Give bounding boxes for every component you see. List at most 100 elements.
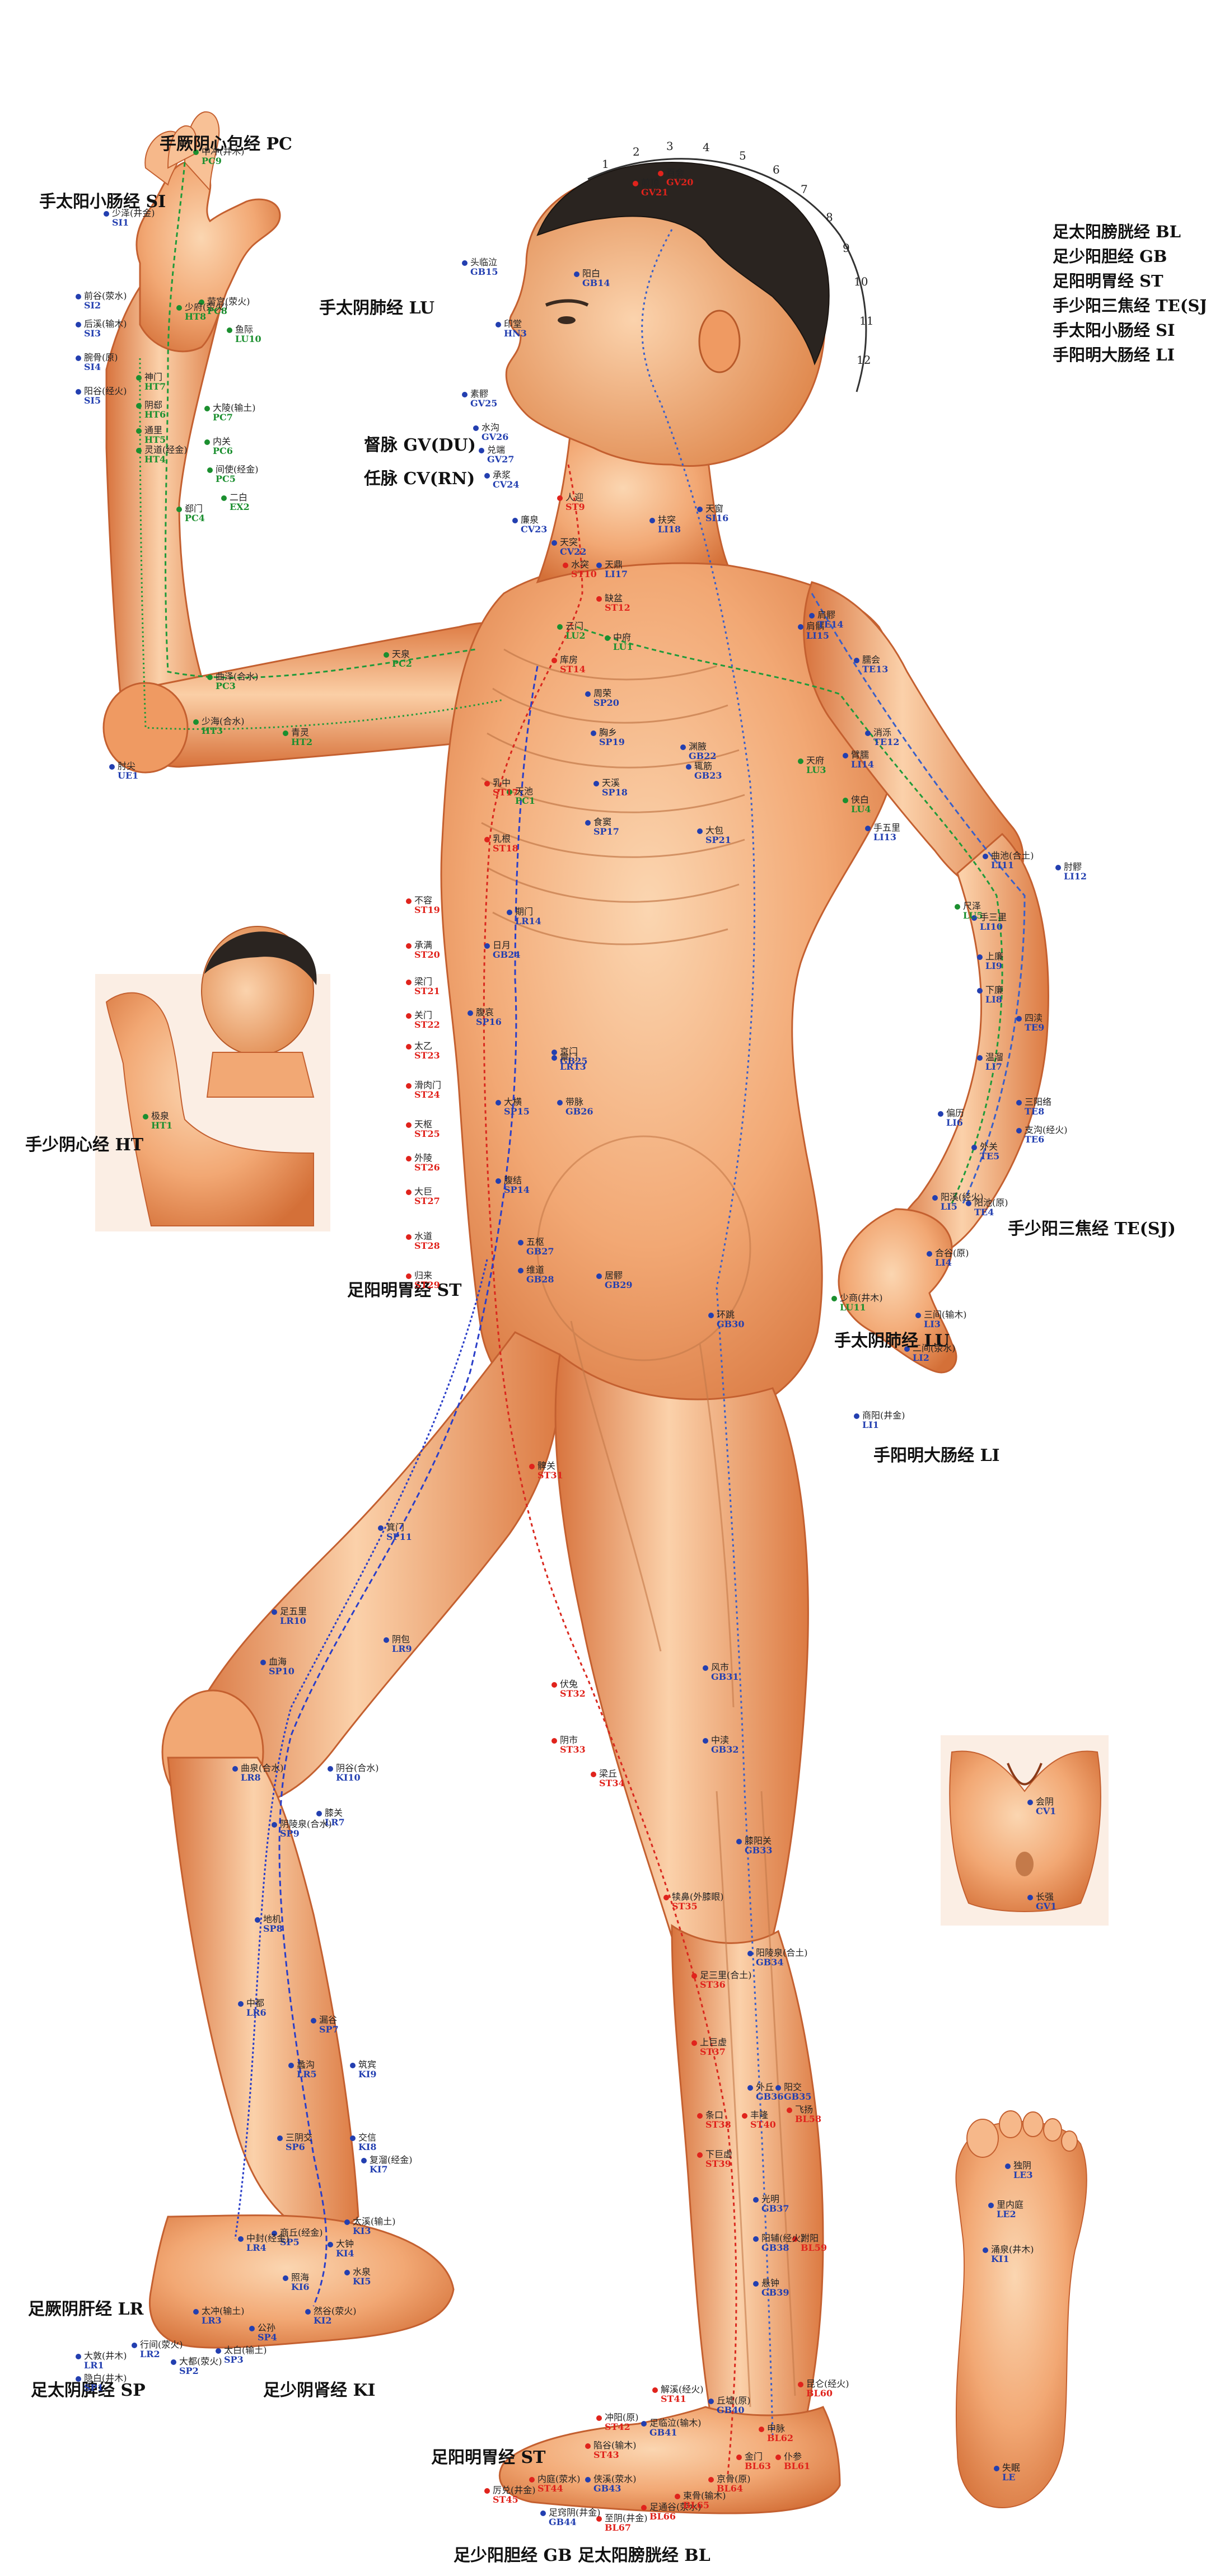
acupoint-label: 足窍阴(井金)GB44 <box>549 2508 601 2527</box>
acupoint-dot <box>484 473 490 479</box>
acupoint-name: 太溪(输土) <box>353 2216 396 2227</box>
acupoint-code: LU4 <box>851 804 871 814</box>
acupoint-code: LE2 <box>997 2209 1016 2219</box>
acupoint-code: ST42 <box>605 2422 630 2432</box>
acupoint-dot <box>904 1346 910 1352</box>
acupoint-name: 束骨(输木) <box>683 2490 726 2501</box>
acupoint-name: 箕门 <box>386 1522 405 1533</box>
acupoint-code: PC8 <box>207 306 227 316</box>
acupoint-code: ST17 <box>493 787 518 798</box>
acupoint-name: 关门 <box>414 1010 433 1020</box>
acupoint-code: KI8 <box>358 2142 377 2152</box>
acupoint-name: 少府(荥火) <box>185 302 228 312</box>
right-thigh <box>554 1353 809 1955</box>
acupoint-code: KI9 <box>358 2069 377 2079</box>
acupoint-name: 漏谷 <box>319 2015 338 2025</box>
acupoint-name: 膝关 <box>325 1807 343 1818</box>
acupoint-code: TE14 <box>817 619 844 630</box>
acupoint-name: 少海(合水) <box>202 716 245 727</box>
acupoint-dot <box>977 1055 983 1061</box>
label-li-right: 手阳明大肠经 LI <box>873 1446 1000 1465</box>
acupoint-name: 京骨(原) <box>717 2474 751 2484</box>
acupoint-name: 天府 <box>806 755 825 766</box>
acupoint-dot <box>272 1822 277 1828</box>
acupoint-code: ST36 <box>700 1979 726 1990</box>
acupoint-name: 偏历 <box>946 1108 965 1118</box>
acupoint-name: 通里 <box>144 425 163 435</box>
acupoint-dot <box>221 495 227 501</box>
acupoint-label: 曲泉(合水)LR8 <box>241 1763 284 1782</box>
acupoint-dot <box>406 943 412 949</box>
acupoint-code: GB29 <box>605 1280 633 1290</box>
right-foot <box>498 2406 841 2514</box>
acupoint-code: LU3 <box>806 765 826 775</box>
acupoint-name: 中府 <box>613 632 632 643</box>
acupoint-code: TE12 <box>873 737 900 747</box>
acupoint-label: 然谷(荥火)KI2 <box>314 2306 357 2325</box>
acupoint-code: GV27 <box>487 454 515 465</box>
acupoint-dot <box>350 2063 356 2068</box>
acupoint-name: 阴谷(合水) <box>336 1763 379 1773</box>
acupoint-name: 肘尖 <box>118 761 136 771</box>
acupoint-name: 风市 <box>711 1662 730 1673</box>
acupoint-name: 前顶 <box>641 177 660 188</box>
acupoint-code: KI5 <box>353 2276 371 2287</box>
acupoint-dot <box>76 2354 81 2359</box>
acupoint-name: 光明 <box>761 2194 780 2204</box>
acupoint-dot <box>652 2387 658 2393</box>
acupoint-label: 犊鼻(外膝眼)ST35 <box>672 1892 724 1911</box>
left-elbow <box>102 682 189 774</box>
acupoint-name: 阴包 <box>392 1634 410 1645</box>
acupoint-name: 腹哀 <box>476 1007 494 1018</box>
acupoint-dot <box>176 305 182 311</box>
acupoint-code: PC5 <box>216 474 236 484</box>
acupoint-dot <box>591 1772 596 1777</box>
acupoint-name: 腕骨(原) <box>84 352 118 363</box>
acupoint-dot <box>406 1044 412 1050</box>
acupoint-dot <box>697 2113 703 2119</box>
acupoint-code: LR5 <box>297 2069 317 2079</box>
acupoint-dot <box>775 2455 781 2460</box>
acupoint-dot <box>557 495 563 501</box>
acupoint-dot <box>593 781 599 786</box>
acupoint-code: GB44 <box>549 2517 577 2527</box>
acupoint-name: 阴陵泉(合水) <box>280 1819 332 1829</box>
acupoint-code: LE <box>1002 2472 1016 2483</box>
acupoint-dot <box>703 1665 708 1671</box>
acupoint-name: 昆仑(经火) <box>806 2378 849 2389</box>
acupoint-name: 带脉 <box>565 1097 584 1107</box>
acupoint-label: 束骨(输木)BL65 <box>683 2491 726 2510</box>
acupoint-dot <box>983 2247 988 2253</box>
acupoint-code: UE1 <box>118 770 139 781</box>
acupoint-name: 不容 <box>414 895 433 906</box>
acupoint-label: 足通谷(荥水)BL66 <box>649 2502 702 2521</box>
acupoint-dot <box>76 294 81 299</box>
acupoint-label: 太白(输土)SP3 <box>224 2345 267 2364</box>
acupoint-code: SP9 <box>280 1828 300 1839</box>
acupoint-name: 少泽(井金) <box>112 208 155 218</box>
label-ht: 手少阴心经 HT <box>25 1135 144 1155</box>
acupoint-dot <box>238 2001 244 2007</box>
acupoint-dot <box>462 392 468 397</box>
acupoint-dot <box>344 2270 350 2275</box>
acupoint-label: 阴陵泉(合水)SP9 <box>280 1819 332 1838</box>
acupoint-code: LI1 <box>862 1420 879 1430</box>
acupoint-dot <box>932 1195 938 1201</box>
acupoint-name: 手三里 <box>980 912 1007 922</box>
